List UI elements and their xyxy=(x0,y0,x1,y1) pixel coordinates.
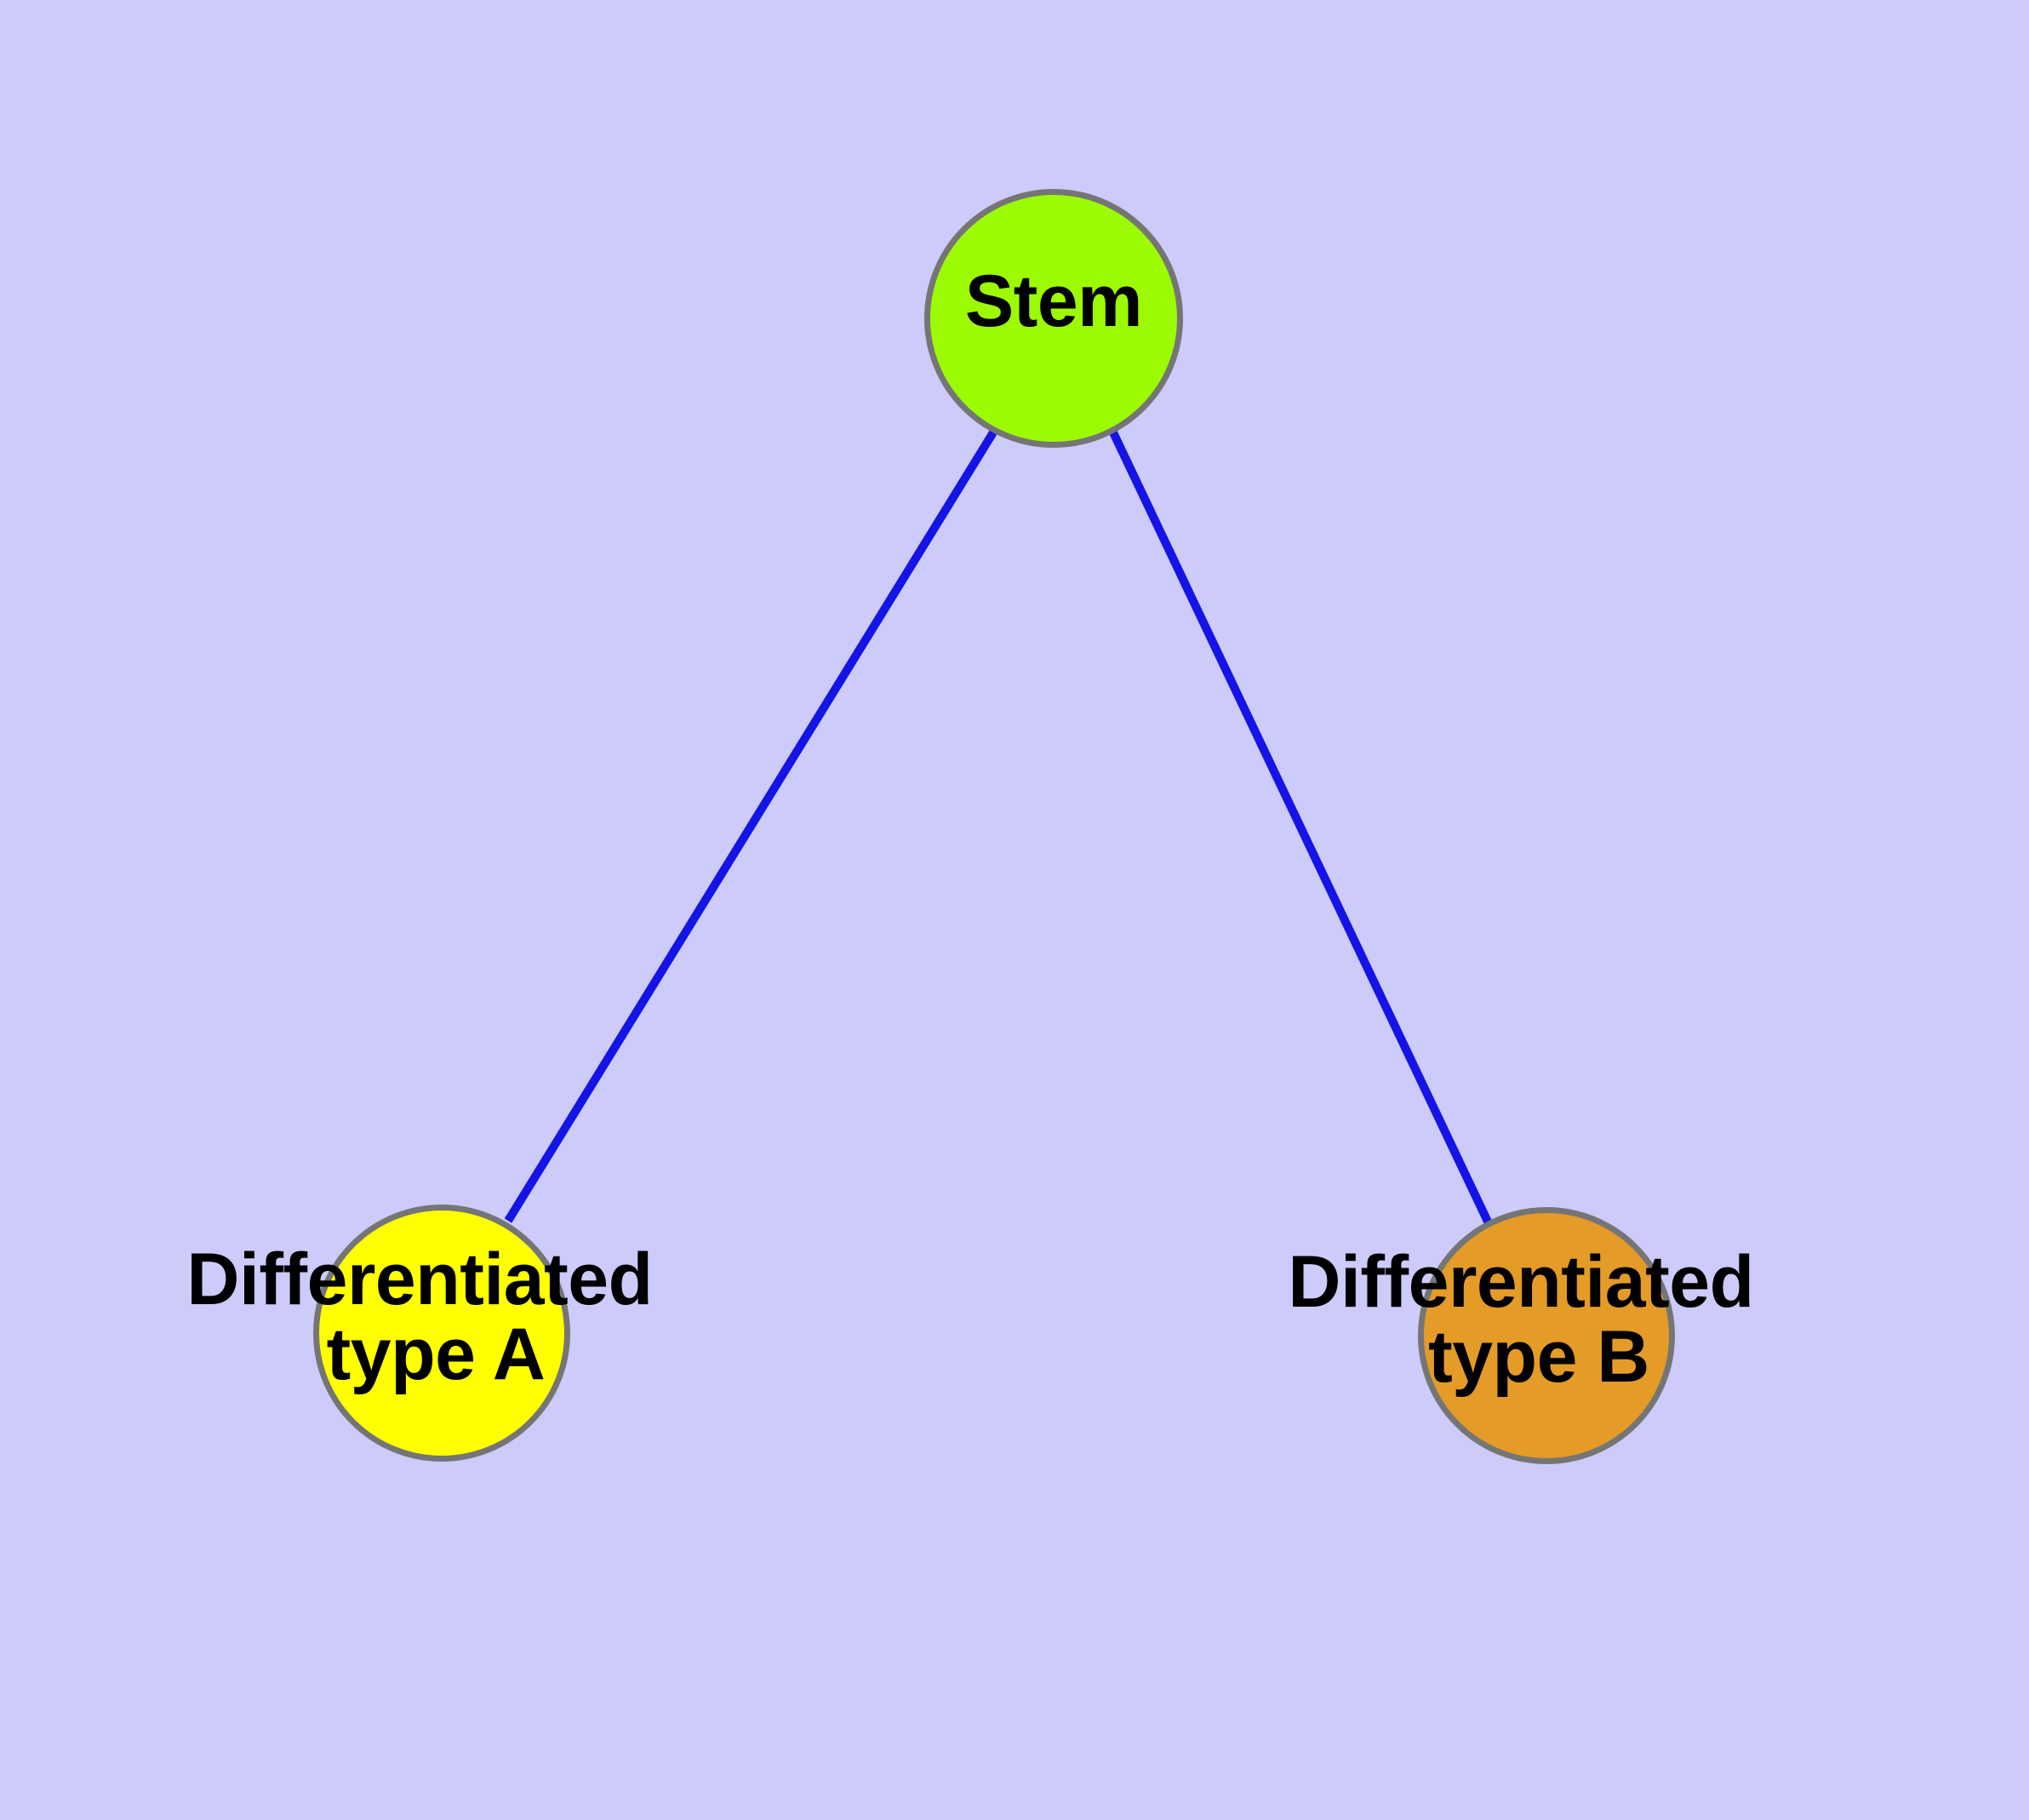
edge-stem-to-diff-b xyxy=(1109,430,1493,1226)
node-stem[interactable] xyxy=(924,189,1183,448)
node-differentiated-type-b[interactable] xyxy=(1418,1207,1675,1464)
node-differentiated-type-a[interactable] xyxy=(313,1205,570,1462)
edge-stem-to-diff-a xyxy=(504,430,997,1223)
